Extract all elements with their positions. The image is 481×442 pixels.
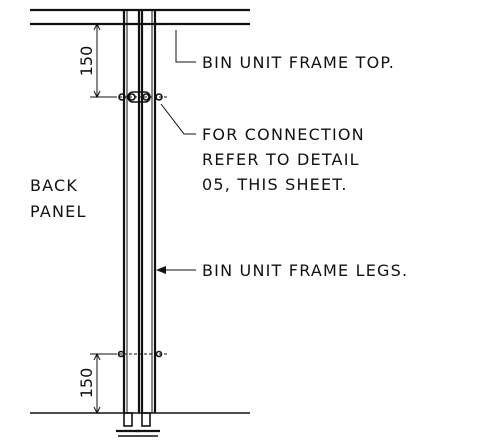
leg-feet	[116, 412, 160, 437]
frame-legs	[122, 10, 157, 413]
lower-dimension: 150	[77, 352, 116, 415]
back-panel-label-line2: PANEL	[30, 202, 87, 221]
upper-dimension-text: 150	[77, 46, 96, 77]
lower-connection-bolts	[114, 350, 168, 358]
connection-label-line3: 05, THIS SHEET.	[202, 175, 348, 194]
frame-legs-label: BIN UNIT FRAME LEGS.	[202, 261, 408, 280]
connection-label-line1: FOR CONNECTION	[202, 125, 365, 144]
back-panel-label-line1: BACK	[30, 176, 78, 195]
frame-legs-arrowhead	[156, 266, 166, 274]
frame-top-leader	[175, 30, 196, 63]
upper-dimension: 150	[77, 22, 116, 99]
connection-leader	[160, 103, 196, 135]
lower-dimension-text: 150	[77, 368, 96, 399]
upper-connection-bolts	[114, 91, 168, 103]
connection-label-line2: REFER TO DETAIL	[202, 150, 360, 169]
frame-top-label: BIN UNIT FRAME TOP.	[202, 53, 395, 72]
